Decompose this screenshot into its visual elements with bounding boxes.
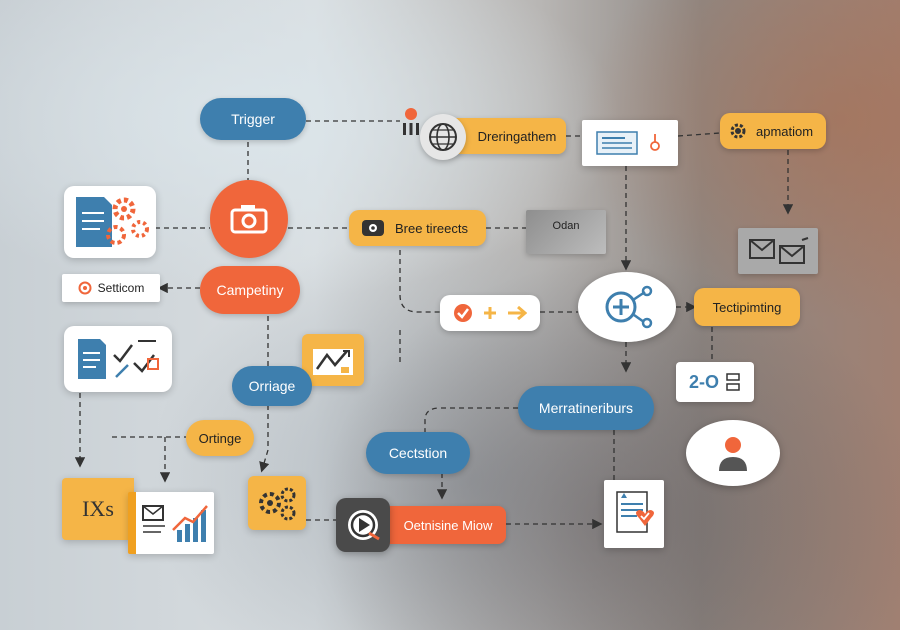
chart-card[interactable] [302,334,364,386]
setticom-label: Setticom [97,281,145,295]
ixs-chart-card[interactable] [128,492,214,554]
apmatiom-node[interactable]: apmatiom [720,113,826,149]
checklist-card[interactable] [64,326,172,392]
list-icon [726,373,740,391]
check-plus-arrow-node[interactable] [440,295,540,331]
document-check-card[interactable] [604,480,664,548]
user-figure-icon [400,106,422,138]
bree-tireects-node[interactable]: Bree tireects [349,210,486,246]
apmatiom-label: apmatiom [756,123,814,139]
target-icon [78,281,92,295]
document-gears-icon [76,197,149,247]
cectstion-node[interactable]: Cectstion [366,432,470,474]
tectipimting-label: Tectipimting [712,299,782,315]
cectstion-label: Cectstion [388,445,448,461]
orriage-node[interactable]: Orriage [232,366,312,406]
bree-tireects-label: Bree tireects [395,220,468,236]
play-icon[interactable] [336,498,390,552]
document-check-icon [616,491,654,533]
user-icon [719,437,747,471]
campetiny-label: Campetiny [216,282,284,298]
campetiny-node[interactable]: Campetiny [200,266,300,314]
checklist-icon [78,339,159,379]
form-document-card[interactable] [582,120,678,166]
ortinge-label: Ortinge [198,430,242,446]
merratineriburs-label: Merratineriburs [538,400,634,416]
link-bree-checkplus [399,250,440,313]
link-doc-apmatiom [677,132,721,137]
odan-node[interactable]: Odan [526,210,606,254]
envelopes-card[interactable] [738,228,818,274]
trigger-node[interactable]: Trigger [200,98,306,140]
number-badge-label: 2-O [688,371,719,392]
odan-label: Odan [552,220,580,232]
globe-icon [420,114,466,160]
form-document-icon [596,131,660,155]
trigger-label: Trigger [231,111,275,127]
user-bubble[interactable] [686,420,780,486]
camera-icon[interactable] [210,180,288,258]
arrow-right-icon [508,306,527,320]
gear-icon [730,123,746,139]
chart-icon [313,349,353,375]
oetnisine-miow-label: Oetnisine Miow [403,517,493,533]
bar-chart-icon [142,505,208,542]
check-icon [454,304,472,322]
gears-icon [259,487,296,521]
link-orriage-gears [259,405,270,473]
network-plus-icon[interactable] [578,272,676,342]
plus-icon [484,307,496,319]
tectipimting-node[interactable]: Tectipimting [694,288,800,326]
document-gears-card[interactable] [64,186,156,258]
envelope-icon [749,237,809,264]
number-badge-card[interactable]: 2-O [676,362,754,402]
ortinge-node[interactable]: Ortinge [186,420,254,456]
oetnisine-miow-node[interactable]: Oetnisine Miow [370,506,506,544]
ixs-card[interactable]: IXs [62,478,134,540]
dreringathem-label: Dreringathem [477,128,557,144]
link-merra-cect [424,407,518,432]
ixs-label: IXs [82,496,114,521]
merratineriburs-node[interactable]: Merratineriburs [518,386,654,430]
wallet-icon [362,220,384,236]
gears-card[interactable] [248,476,306,530]
orriage-label: Orriage [248,378,296,394]
setticom-node[interactable]: Setticom [62,274,160,302]
